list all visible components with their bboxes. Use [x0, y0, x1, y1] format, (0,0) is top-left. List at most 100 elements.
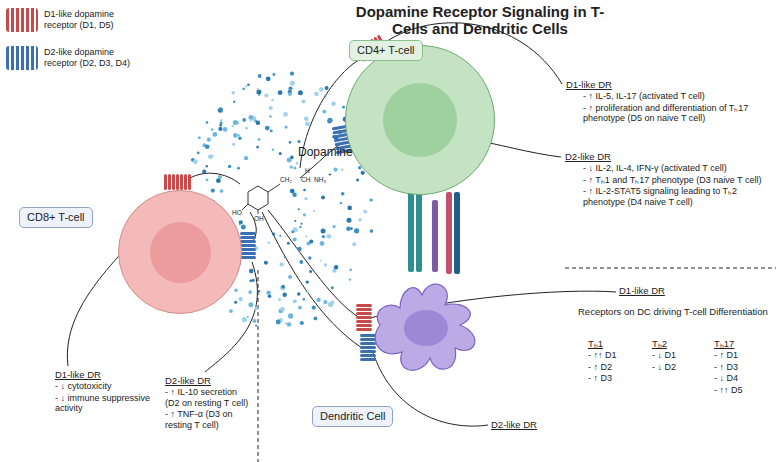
table-cell: - ↑↑ D5	[714, 385, 772, 396]
dopamine-dot	[250, 120, 252, 122]
dopamine-dot	[237, 134, 239, 136]
legend-swatch	[6, 8, 38, 32]
dopamine-dot	[323, 300, 327, 304]
dopamine-dot	[298, 208, 300, 210]
dopamine-dot	[254, 307, 258, 311]
dopamine-dot	[287, 158, 292, 163]
dopamine-dot	[352, 242, 356, 246]
dopamine-dot	[305, 122, 310, 127]
dopamine-dot	[309, 239, 313, 243]
atom-label: HO	[232, 210, 242, 217]
dopamine-dot	[245, 127, 247, 129]
dopamine-dot	[280, 307, 284, 311]
dopamine-dot	[207, 138, 211, 142]
dopamine-dot	[264, 94, 268, 98]
effect-item: - ↑ TNF-α (D3 on resting T cell)	[165, 409, 253, 430]
dopamine-dot	[282, 285, 285, 288]
dopamine-dot	[241, 225, 246, 230]
dopamine-dot	[238, 137, 241, 140]
dopamine-dot	[334, 265, 338, 269]
dopamine-dot	[229, 309, 233, 313]
dopamine-molecule	[242, 184, 280, 214]
dopamine-dot	[289, 141, 292, 144]
dopamine-dot	[321, 228, 326, 233]
dopamine-dot	[291, 231, 294, 234]
dopamine-dot	[298, 306, 302, 310]
dopamine-dot	[331, 286, 334, 289]
effect-item: - ↓ immune suppressive activity	[55, 393, 159, 414]
divider-line	[565, 268, 776, 269]
dopamine-dot	[249, 279, 252, 282]
dopamine-dot	[242, 88, 244, 90]
dopamine-dot	[280, 262, 284, 266]
dopamine-dot	[358, 218, 362, 222]
dopamine-dot	[370, 199, 373, 202]
dopamine-dot	[258, 290, 261, 293]
dopamine-dot	[290, 72, 294, 76]
dopamine-dot	[239, 220, 243, 224]
receptor-heading: D1-like DR	[55, 369, 101, 380]
dopamine-dot	[309, 270, 312, 273]
dopamine-dot	[247, 316, 249, 318]
dopamine-dot	[248, 302, 253, 307]
dopamine-dot	[307, 291, 310, 294]
dopamine-dot	[233, 101, 235, 103]
effect-item: - ↑ IL-5, IL-17 (activated T cell)	[583, 91, 773, 102]
dopamine-dot	[290, 165, 293, 168]
dopamine-receptor	[356, 304, 372, 331]
table-cell: - ↑ D1	[714, 350, 772, 361]
dopamine-dot	[266, 76, 271, 81]
dopamine-dot	[218, 108, 223, 113]
table-cell: - ↑ D3	[588, 373, 646, 384]
dopamine-dot	[238, 297, 242, 301]
receptor-heading: D2-like DR	[565, 151, 611, 162]
dopamine-dot	[293, 299, 297, 303]
table-column-head: Tₕ2	[652, 338, 667, 349]
dopamine-dot	[228, 165, 231, 168]
dopamine-dot	[245, 85, 247, 87]
dopamine-dot	[220, 119, 222, 121]
dopamine-dot	[257, 87, 259, 89]
dopamine-dot	[356, 179, 359, 182]
dopamine-dot	[269, 106, 273, 110]
dopamine-dot	[303, 213, 306, 216]
atom-label: OH	[254, 216, 264, 223]
legend-swatch	[6, 46, 38, 70]
leader-line	[190, 173, 240, 184]
receptor-heading: D1-like DR	[566, 79, 612, 90]
dopamine-dot	[237, 167, 240, 170]
dopamine-dot	[349, 278, 351, 280]
dopamine-dot	[304, 116, 309, 121]
receptor-heading: D2-like DR	[165, 375, 211, 386]
leader-line	[262, 212, 362, 348]
dopamine-dot	[328, 302, 333, 307]
dopamine-dot	[232, 125, 235, 128]
table-cell: - ↑ D3	[714, 362, 772, 373]
dopamine-dot	[334, 168, 338, 172]
dopamine-dot	[288, 92, 292, 96]
dopamine-dot	[285, 126, 288, 129]
dopamine-dot	[297, 292, 300, 295]
dopamine-dot	[242, 317, 247, 322]
dopamine-dot	[278, 90, 283, 95]
dopamine-dot	[218, 175, 222, 179]
atom-label: CH	[301, 177, 310, 184]
dopamine-dot	[272, 149, 274, 151]
dopamine-dot	[278, 298, 281, 301]
dopamine-dot	[294, 220, 296, 222]
dopamine-dot	[300, 321, 304, 325]
dopamine-dot	[231, 91, 235, 95]
dopamine-dot	[198, 136, 201, 139]
dopamine-dot	[216, 178, 221, 183]
dopamine-dot	[361, 171, 365, 175]
dopamine-dot	[258, 74, 262, 78]
dopamine-receptor	[360, 334, 376, 361]
dopamine-dot	[276, 320, 281, 325]
dopamine-dot	[220, 189, 224, 193]
dopamine-dot	[208, 154, 213, 159]
dopamine-dot	[206, 165, 208, 167]
dopamine-dot	[296, 162, 299, 165]
dopamine-dot	[312, 306, 316, 310]
dopamine-dot	[324, 263, 328, 267]
dopamine-dot	[327, 118, 332, 123]
